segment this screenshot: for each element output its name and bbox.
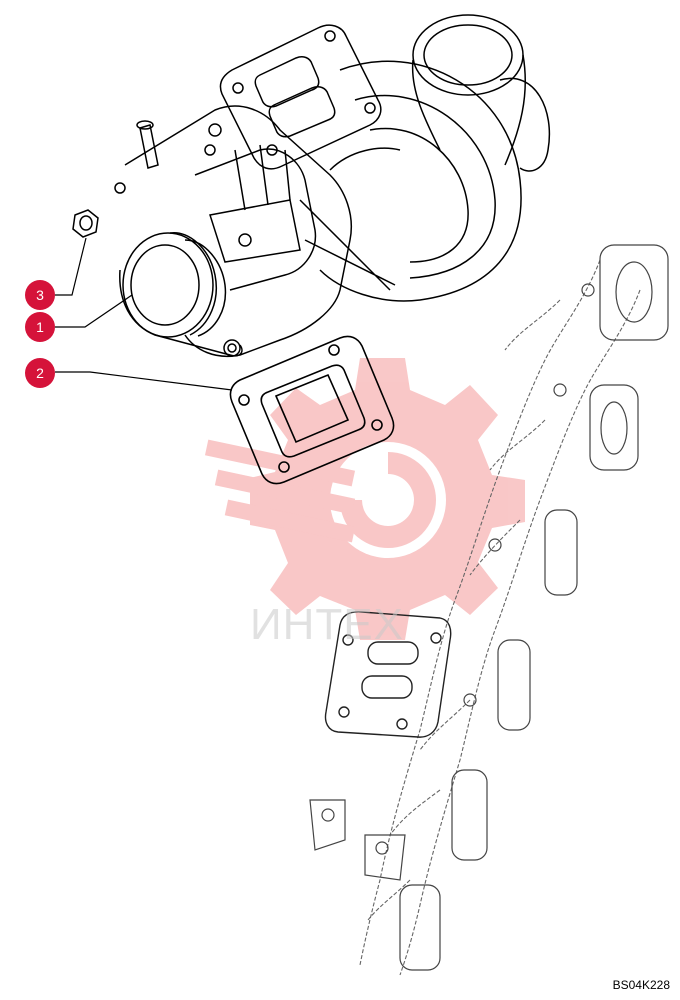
drawing-code: BS04K228 bbox=[612, 978, 670, 992]
turbocharger bbox=[114, 14, 551, 357]
callout-part-2: 2 bbox=[25, 358, 55, 388]
callout-part-1: 1 bbox=[25, 312, 55, 342]
gear-logo-icon bbox=[204, 358, 525, 640]
manifold-turbo-flange bbox=[324, 611, 452, 738]
nut bbox=[72, 209, 99, 238]
callout-part-3: 3 bbox=[25, 280, 55, 310]
leader-lines bbox=[55, 237, 233, 391]
watermark-text: ИНТЕХ bbox=[250, 600, 404, 649]
turbo-gasket bbox=[229, 335, 395, 485]
exhaust-manifold bbox=[359, 259, 641, 976]
manifold-port-flanges bbox=[309, 244, 669, 971]
